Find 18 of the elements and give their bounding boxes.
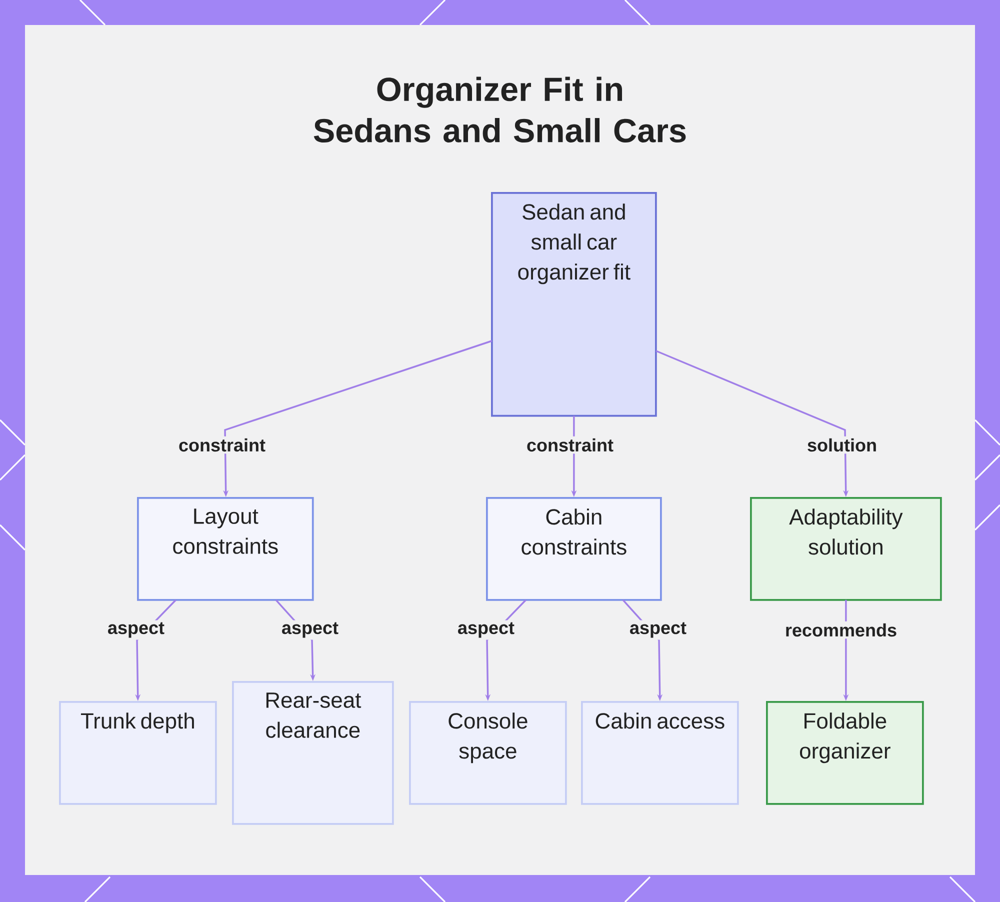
edge-label: solution [805,436,879,454]
process-box: Adaptability solution [750,496,942,601]
process-box: Trunk depth [59,700,217,805]
process-box: Foldable organizer [766,700,924,805]
process-box: Layout constraints [137,496,314,601]
process-box: Console space [409,700,567,805]
edge-label: aspect [627,620,689,640]
edge-label: recommends [782,621,900,639]
edge-label: constraint [524,436,616,454]
process-box: Rear-seat clearance [232,680,394,825]
process-box: Cabin access [581,700,739,805]
edge-label: constraint [176,436,268,454]
edge-label: aspect [280,620,341,640]
title: Organizer Fit in Sedans and Small Cars [314,76,686,143]
edge-label: aspect [455,620,517,640]
process-box: Sedan and small car organizer fit [491,192,657,417]
process-box: Cabin constraints [486,496,662,601]
edge-label: aspect [106,620,167,640]
